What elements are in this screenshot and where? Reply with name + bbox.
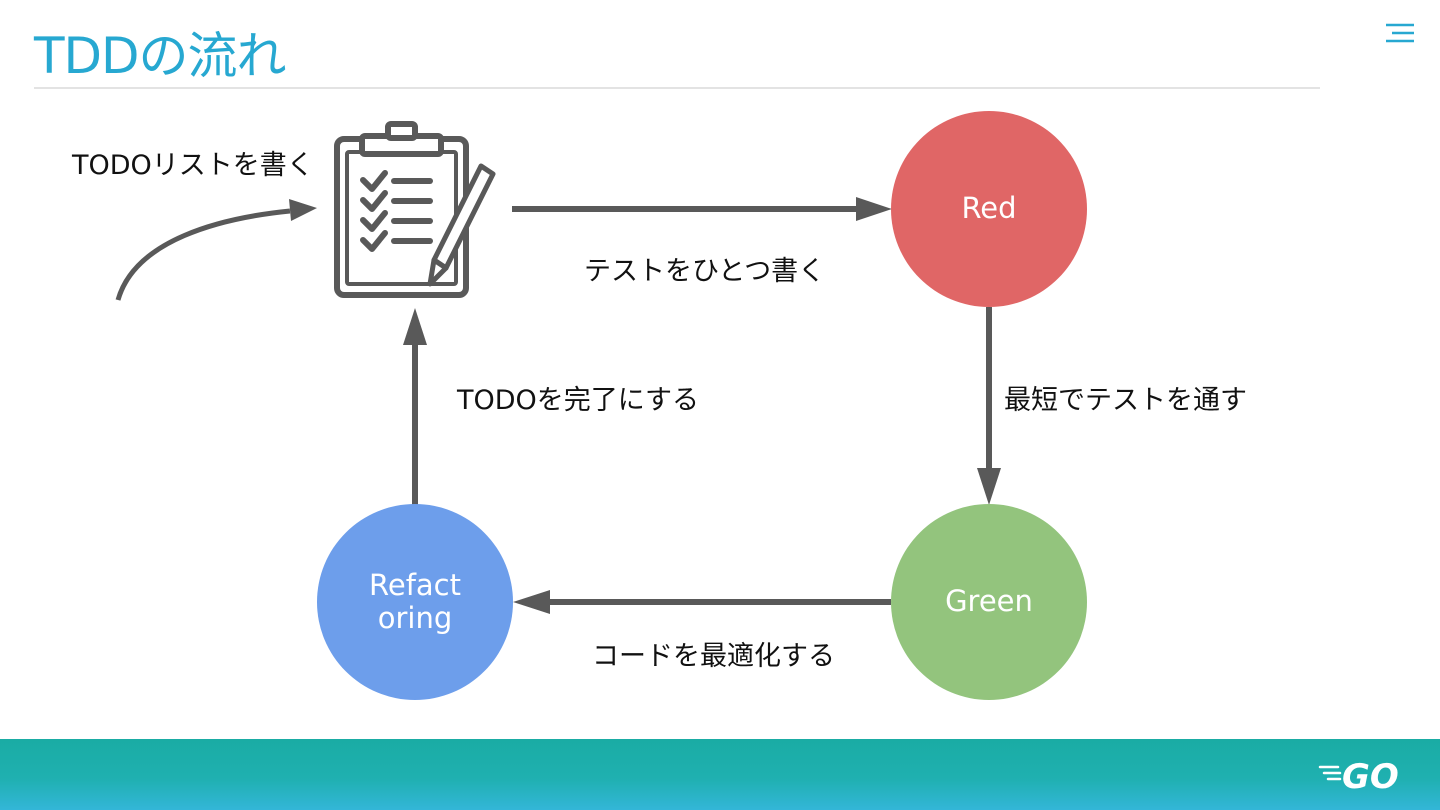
label-write-one-test: テストをひとつ書く <box>584 256 826 287</box>
refactor-label-line1: Refact <box>369 568 461 602</box>
arrowhead-red <box>856 197 892 221</box>
arrowhead-refactor <box>513 590 550 614</box>
green-node-label: Green <box>945 584 1033 618</box>
label-write-todo-list: TODOリストを書く <box>72 150 314 181</box>
label-optimize-code: コードを最適化する <box>592 641 835 672</box>
footer-bar <box>0 739 1440 810</box>
label-complete-todo: TODOを完了にする <box>457 385 700 416</box>
label-pass-test: 最短でテストを通す <box>1004 385 1247 416</box>
go-logo-text: GO <box>1342 757 1399 794</box>
slide-title: TDDの流れ <box>34 27 287 85</box>
green-node <box>891 504 1087 700</box>
refactor-label-line2: oring <box>377 601 453 635</box>
refactor-node <box>317 504 513 700</box>
red-node <box>891 111 1087 307</box>
arrowhead-green <box>977 468 1001 505</box>
red-node-label: Red <box>961 191 1017 225</box>
refactor-node-label: Refact oring <box>317 569 513 635</box>
title-divider <box>34 87 1320 89</box>
pencil-icon <box>427 163 496 287</box>
entry-arrowhead <box>289 199 317 221</box>
clipboard-checklist-icon <box>334 121 469 298</box>
entry-arrow <box>115 208 291 301</box>
arrowhead-todo <box>403 308 427 345</box>
tdd-cycle-diagram <box>115 111 1087 700</box>
go-logo: GO <box>1318 757 1399 794</box>
menu-icon[interactable] <box>1384 22 1416 44</box>
